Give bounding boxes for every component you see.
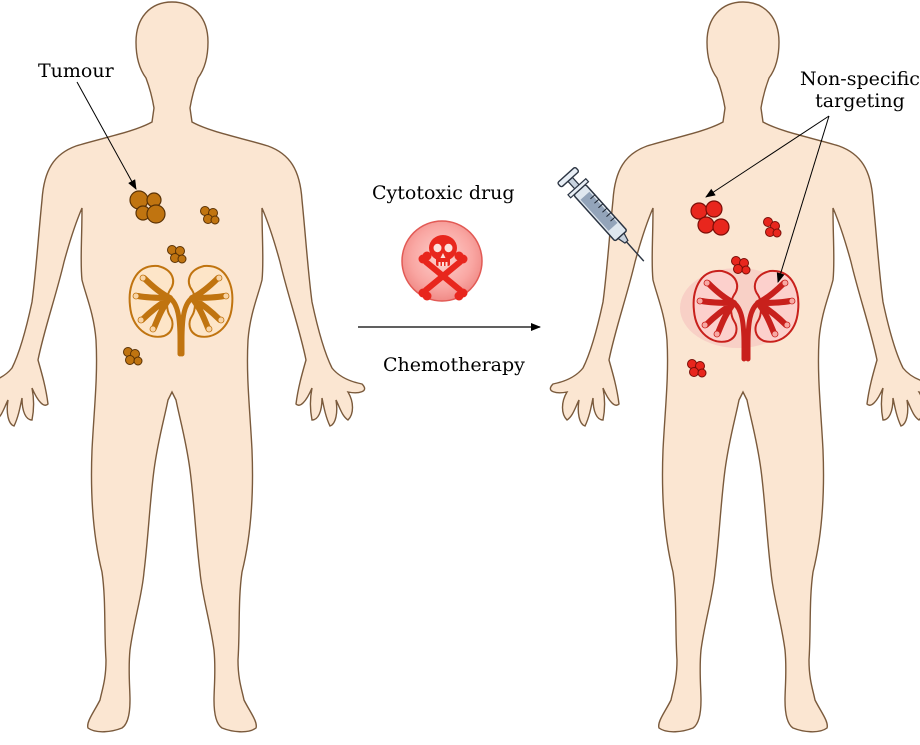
cytotoxic-drug-label: Cytotoxic drug xyxy=(372,182,515,204)
body-before-treatment xyxy=(0,2,365,732)
non-specific-label-line1: Non-specific xyxy=(800,68,920,90)
non-specific-label-line2: targeting xyxy=(800,90,920,112)
non-specific-targeting-label: Non-specific targeting xyxy=(800,68,920,112)
skull-crossbones-icon xyxy=(402,221,482,301)
tumour-label: Tumour xyxy=(38,60,114,82)
chemotherapy-label: Chemotherapy xyxy=(383,354,525,376)
